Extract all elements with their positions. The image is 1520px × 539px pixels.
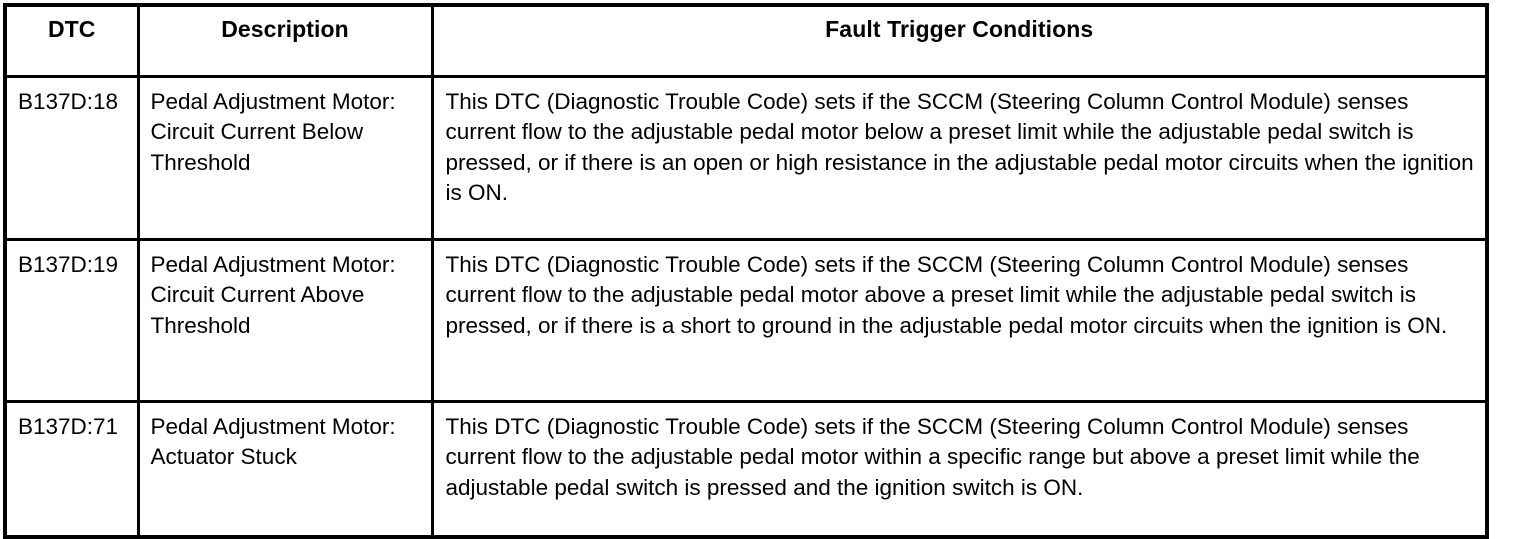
table-header-row: DTC Description Fault Trigger Conditions: [3, 3, 1489, 78]
cell-description: Pedal Adjustment Motor: Actuator Stuck: [136, 400, 434, 539]
cell-fault-trigger-conditions: This DTC (Diagnostic Trouble Code) sets …: [430, 238, 1489, 403]
cell-fault-trigger-conditions: This DTC (Diagnostic Trouble Code) sets …: [430, 75, 1489, 241]
cell-description: Pedal Adjustment Motor: Circuit Current …: [136, 238, 434, 403]
column-header-description: Description: [136, 3, 434, 78]
cell-description: Pedal Adjustment Motor: Circuit Current …: [136, 75, 434, 241]
column-header-dtc: DTC: [3, 3, 140, 78]
column-header-fault-trigger-conditions: Fault Trigger Conditions: [430, 3, 1489, 78]
dtc-fault-table: DTC Description Fault Trigger Conditions…: [3, 3, 1489, 539]
table-header: DTC Description Fault Trigger Conditions: [3, 3, 1489, 78]
cell-dtc-code: B137D:19: [3, 238, 140, 403]
cell-dtc-code: B137D:71: [3, 400, 140, 539]
cell-dtc-code: B137D:18: [3, 75, 140, 241]
cell-fault-trigger-conditions: This DTC (Diagnostic Trouble Code) sets …: [430, 400, 1489, 539]
page-root: DTC Description Fault Trigger Conditions…: [3, 3, 1489, 539]
table-row: B137D:18 Pedal Adjustment Motor: Circuit…: [3, 75, 1489, 241]
table-row: B137D:71 Pedal Adjustment Motor: Actuato…: [3, 400, 1489, 539]
table-body: B137D:18 Pedal Adjustment Motor: Circuit…: [3, 75, 1489, 539]
table-row: B137D:19 Pedal Adjustment Motor: Circuit…: [3, 238, 1489, 403]
